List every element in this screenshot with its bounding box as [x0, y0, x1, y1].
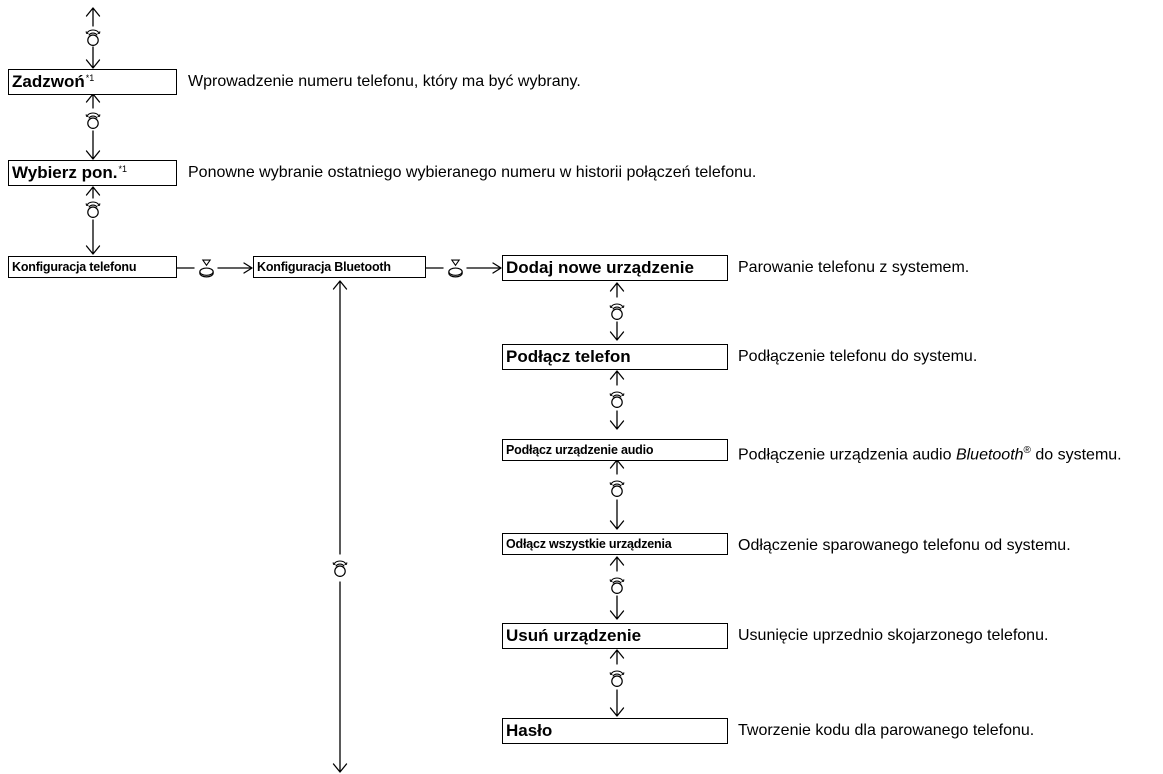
menu-box-haslo[interactable]: Hasło	[502, 718, 728, 744]
knob-press-icon	[448, 259, 463, 278]
description-usun-urzadzenie: Usunięcie uprzednio skojarzonego telefon…	[738, 627, 1049, 644]
knob-press-icon	[199, 259, 214, 278]
menu-box-dodaj-nowe-urzadzenie[interactable]: Dodaj nowe urządzenie	[502, 255, 728, 281]
knob-rotate-icon	[609, 480, 625, 498]
knob-rotate-icon	[85, 112, 101, 130]
brand-name: Bluetooth	[955, 446, 1024, 464]
menu-label: Podłącz telefon	[506, 347, 631, 366]
description-wybierz-pon: Ponowne wybranie ostatniego wybieranego …	[188, 164, 757, 181]
menu-label: Usuń urządzenie	[506, 626, 642, 645]
footnote-marker: *1	[118, 164, 127, 174]
registered-mark: ®	[1023, 445, 1031, 456]
footnote-marker: *1	[85, 73, 95, 83]
knob-rotate-icon	[609, 303, 625, 321]
menu-label: Odłącz wszystkie urządzenia	[506, 537, 672, 551]
description-podlacz-telefon: Podłączenie telefonu do systemu.	[738, 348, 978, 365]
menu-box-usun-urzadzenie[interactable]: Usuń urządzenie	[502, 623, 728, 649]
menu-box-podlacz-telefon[interactable]: Podłącz telefon	[502, 344, 728, 370]
menu-box-wybierz-pon[interactable]: Wybierz pon.*1	[8, 160, 177, 186]
knob-rotate-icon	[85, 29, 101, 47]
menu-box-konfiguracja-bluetooth[interactable]: Konfiguracja Bluetooth	[253, 256, 426, 278]
menu-label: Konfiguracja Bluetooth	[257, 260, 391, 274]
menu-box-konfiguracja-telefonu[interactable]: Konfiguracja telefonu	[8, 256, 177, 278]
menu-label: Dodaj nowe urządzenie	[506, 258, 694, 277]
menu-box-podlacz-urzadzenie-audio[interactable]: Podłącz urządzenie audio	[502, 439, 728, 461]
menu-label: Hasło	[506, 721, 553, 740]
description-haslo: Tworzenie kodu dla parowanego telefonu.	[738, 722, 1035, 739]
knob-rotate-icon	[85, 201, 101, 219]
knob-rotate-icon	[609, 670, 625, 688]
description-text: do systemu.	[1030, 446, 1122, 464]
description-odlacz-wszystkie-urzadzenia: Odłączenie sparowanego telefonu od syste…	[738, 537, 1071, 554]
menu-box-zadzwon[interactable]: Zadzwoń*1	[8, 69, 177, 95]
description-text: Podłączenie urządzenia audio	[738, 446, 956, 464]
knob-rotate-icon	[332, 560, 348, 578]
description-dodaj-nowe-urzadzenie: Parowanie telefonu z systemem.	[738, 259, 970, 276]
description-podlacz-urzadzenie-audio: Podłączenie urządzenia audio Bluetooth® …	[738, 440, 1163, 465]
menu-label: Podłącz urządzenie audio	[506, 443, 654, 457]
menu-label: Zadzwoń	[12, 72, 85, 91]
knob-rotate-icon	[609, 391, 625, 409]
knob-rotate-icon	[609, 577, 625, 595]
menu-label: Konfiguracja telefonu	[12, 260, 137, 274]
menu-box-odlacz-wszystkie-urzadzenia[interactable]: Odłącz wszystkie urządzenia	[502, 533, 728, 555]
description-zadzwon: Wprowadzenie numeru telefonu, który ma b…	[188, 73, 581, 90]
menu-label: Wybierz pon.	[12, 163, 118, 182]
